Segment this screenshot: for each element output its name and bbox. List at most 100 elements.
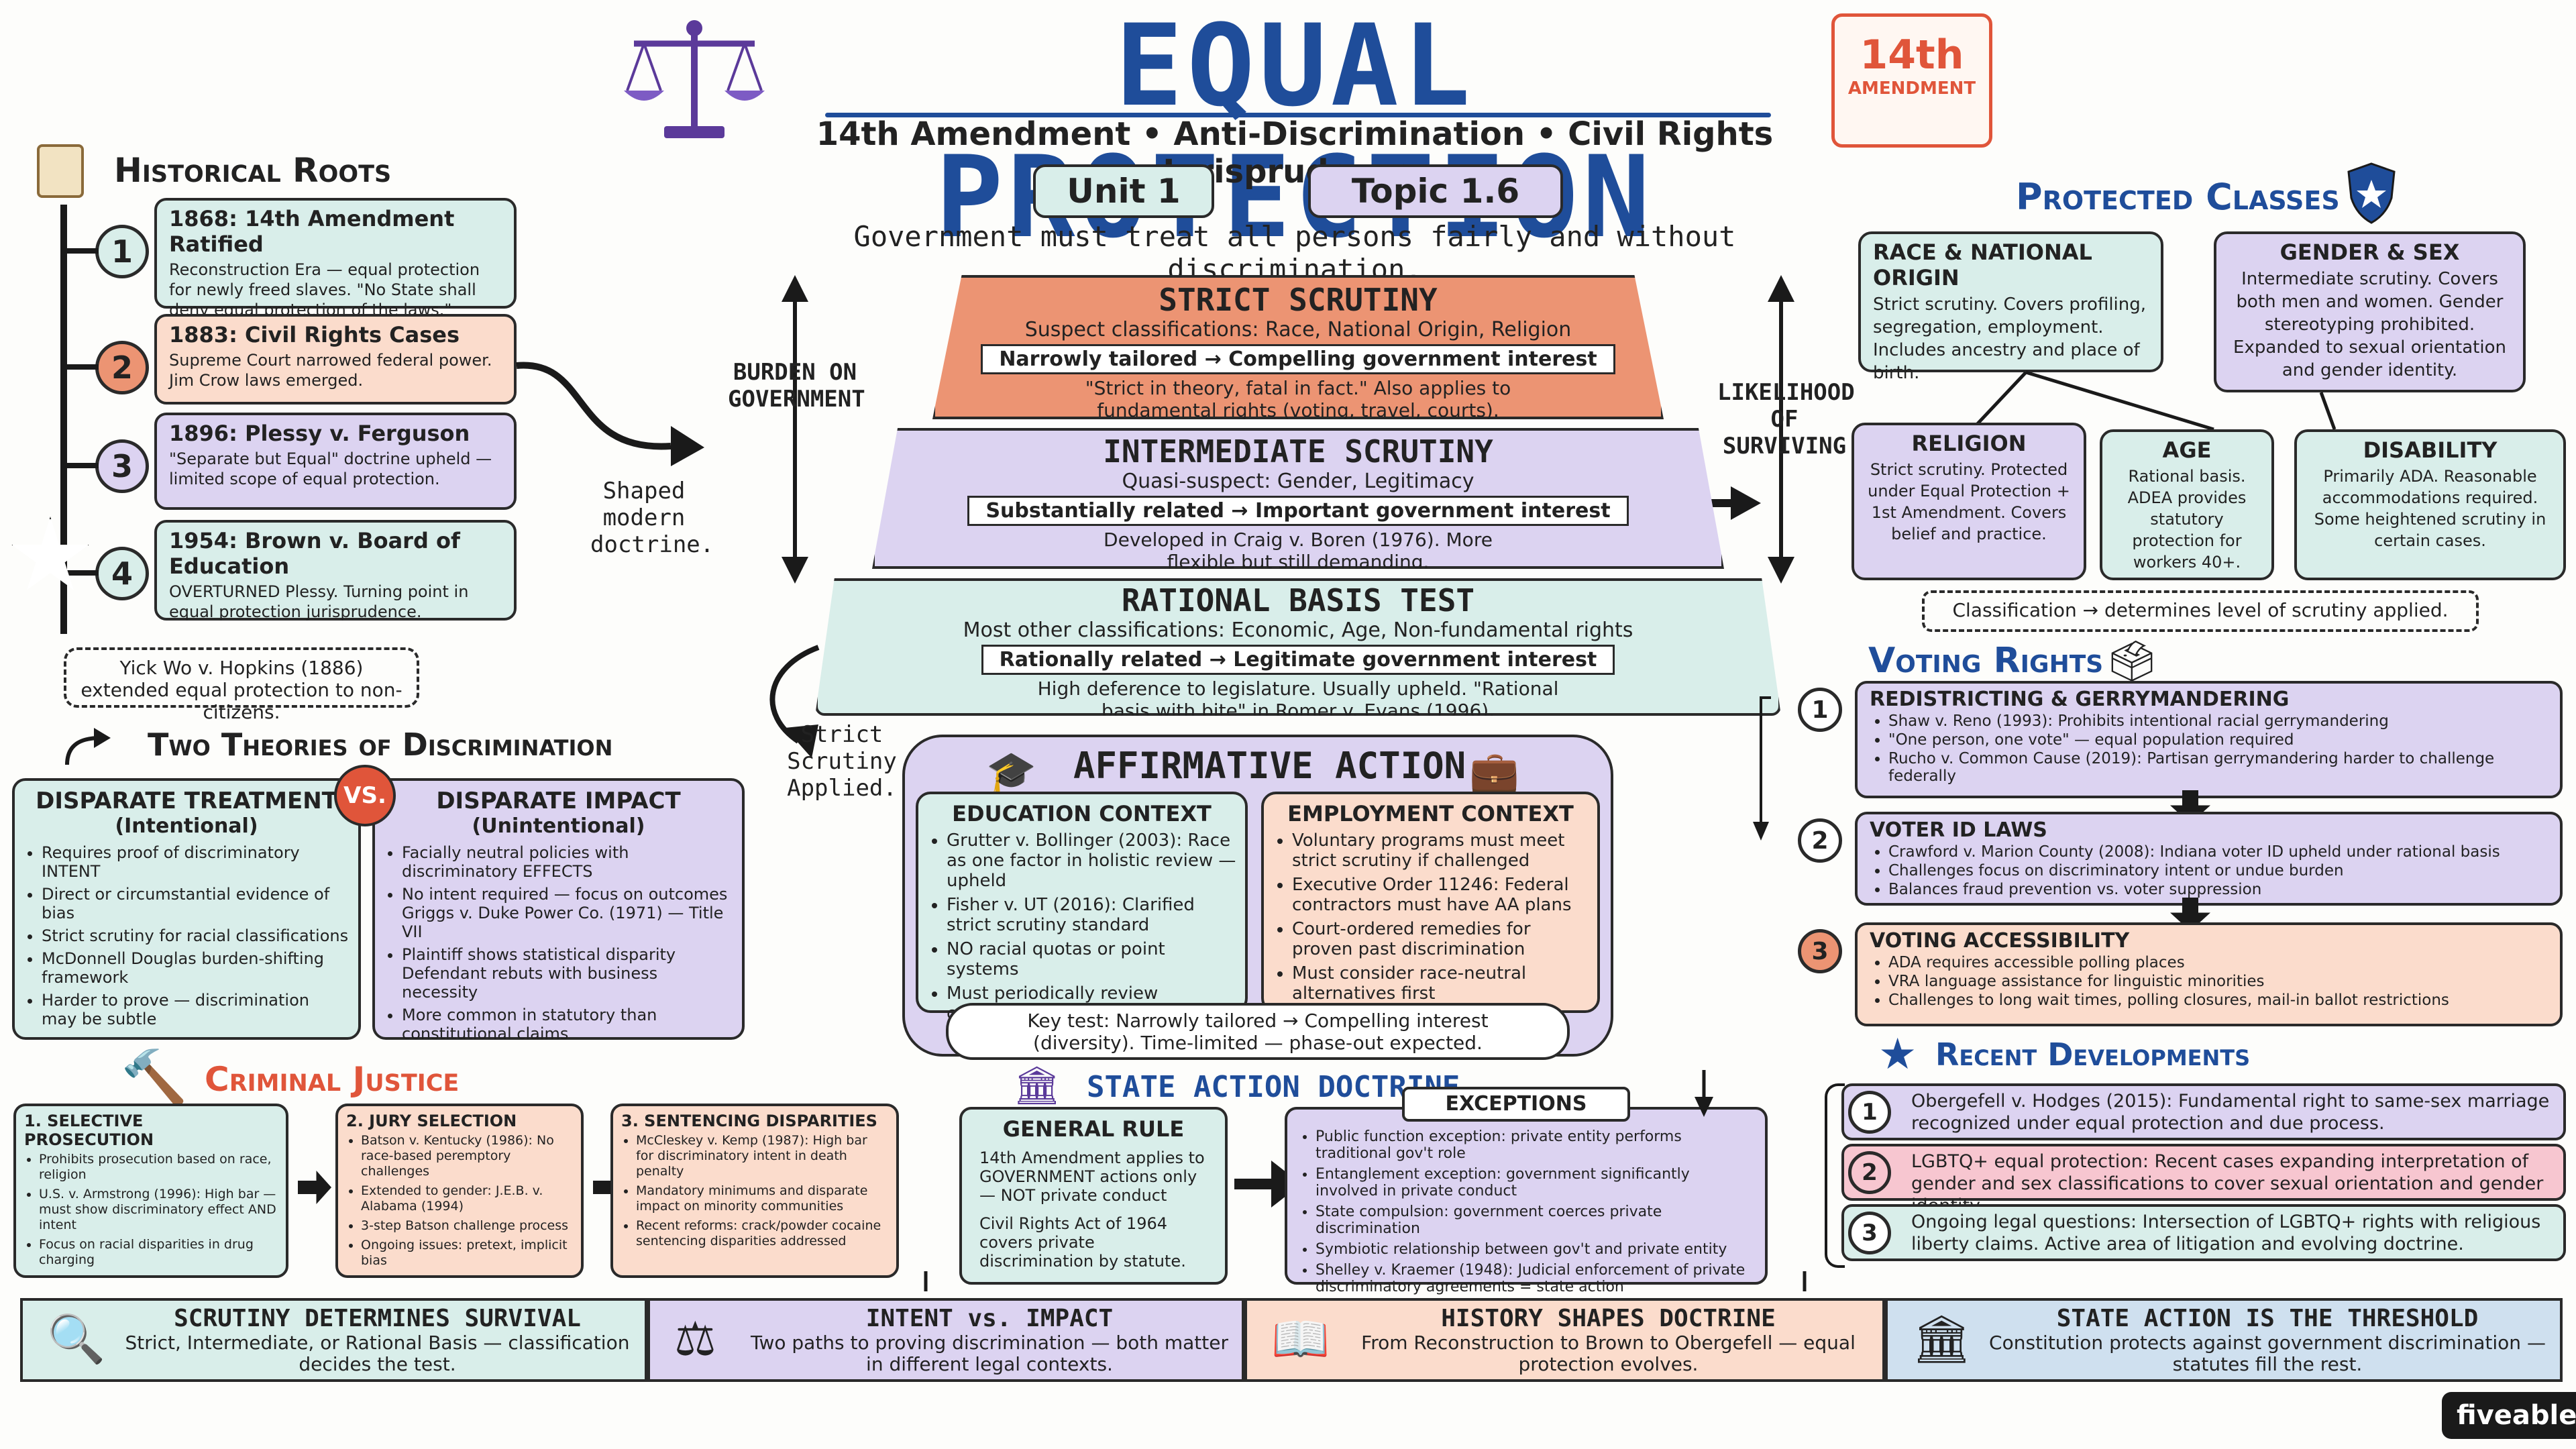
voting-marker: 3 — [1798, 929, 1842, 973]
unit-badge: Unit 1 — [1033, 164, 1214, 218]
voting-card: VOTER ID LAWSCrawford v. Marion County (… — [1855, 812, 2563, 906]
treatment-title: DISPARATE TREATMENT — [36, 788, 337, 814]
rational-basis-tier: RATIONAL BASIS TEST Most other classific… — [815, 578, 1781, 716]
timeline-tick — [62, 463, 99, 468]
intermediate-note: Developed in Craig v. Boren (1976). More… — [1104, 529, 1493, 573]
timeline-tick — [62, 570, 99, 576]
burden-label: BURDEN ON GOVERNMENT — [728, 359, 865, 413]
list-item: ADA requires accessible polling places — [1888, 954, 2548, 971]
courthouse-icon: 🏛 — [1013, 1064, 1061, 1108]
religion-card: RELIGION Strict scrutiny. Protected unde… — [1851, 423, 2086, 580]
age-title: AGE — [2162, 437, 2212, 463]
history-card-title: 1896: Plessy v. Ferguson — [169, 421, 470, 446]
list-item: U.S. v. Armstrong (1996): High bar — mus… — [39, 1187, 278, 1233]
timeline-marker: 1 — [95, 225, 149, 278]
tagline: Government must treat all persons fairly… — [853, 220, 1736, 286]
recent-card: Obergefell v. Hodges (2015): Fundamental… — [1841, 1083, 2566, 1140]
scroll-label: AMENDMENT — [1847, 78, 1976, 99]
history-card: 1896: Plessy v. Ferguson "Separate but Eq… — [154, 413, 517, 510]
strict-line: Suspect classifications: Race, National … — [1024, 318, 1572, 341]
rational-note: High deference to legislature. Usually u… — [1037, 678, 1559, 722]
scales-icon — [624, 20, 765, 138]
intermediate-title: INTERMEDIATE SCRUTINY — [1103, 433, 1493, 470]
list-item: Requires proof of discriminatory INTENT — [42, 843, 349, 881]
history-card-title: 1954: Brown v. Board of Education — [169, 528, 460, 579]
exceptions-title: EXCEPTIONS — [1402, 1087, 1630, 1122]
recent-card-text: Obergefell v. Hodges (2015): Fundamental… — [1911, 1091, 2550, 1134]
disability-text: Primarily ADA. Reasonable accommodations… — [2314, 467, 2546, 550]
general-rule-title: GENERAL RULE — [1002, 1116, 1185, 1142]
gender-title: GENDER & SEX — [2279, 239, 2460, 265]
gender-text: Intermediate scrutiny. Covers both men a… — [2233, 269, 2506, 380]
list-item: Extended to gender: J.E.B. v. Alabama (1… — [361, 1183, 573, 1214]
briefcase-icon: 💼 — [1469, 749, 1519, 796]
strict-scrutiny-tier: STRICT SCRUTINY Suspect classifications:… — [932, 275, 1664, 419]
ballot-box-icon: 🗳 — [2106, 638, 2158, 685]
list-item: Ongoing issues: pretext, implicit bias — [361, 1238, 573, 1269]
list-item: State compulsion: government coerces pri… — [1316, 1203, 1753, 1237]
criminal-card-title: 3. SENTENCING DISPARITIES — [621, 1112, 877, 1130]
general-rule-statute: Civil Rights Act of 1964 covers private … — [979, 1214, 1186, 1271]
recent-bracket — [1825, 1083, 1845, 1268]
list-item: Challenges to long wait times, polling c… — [1888, 991, 2548, 1009]
affirmative-title: AFFIRMATIVE ACTION — [1073, 745, 1466, 787]
education-title: EDUCATION CONTEXT — [952, 801, 1212, 826]
history-card-text: Supreme Court narrowed federal power. Ji… — [169, 351, 492, 390]
list-item: Facially neutral policies with discrimin… — [402, 843, 733, 881]
timeline-tick — [62, 364, 99, 370]
education-context-card: EDUCATION CONTEXT Grutter v. Bollinger (… — [916, 792, 1248, 1024]
list-item: McDonnell Douglas burden-shifting framew… — [42, 949, 349, 987]
subtitle: 14th Amendment • Anti-Discrimination • C… — [816, 115, 1774, 191]
race-text: Strict scrutiny. Covers profiling, segre… — [1873, 294, 2147, 383]
race-title: RACE & NATIONAL ORIGIN — [1873, 239, 2092, 290]
fiveable-logo: fiveable — [2442, 1392, 2576, 1439]
footer-text: Constitution protects against government… — [1989, 1332, 2546, 1375]
employment-context-card: EMPLOYMENT CONTEXT Voluntary programs mu… — [1261, 792, 1600, 1013]
history-card-text: OVERTURNED Plessy. Turning point in equa… — [169, 582, 469, 621]
scales-small-icon: ⚖ — [674, 1311, 716, 1366]
likelihood-arrow — [1768, 275, 1794, 584]
list-item: Rucho v. Common Cause (2019): Partisan g… — [1888, 750, 2548, 785]
arrow-right-icon — [298, 1171, 331, 1204]
gavel-icon: 🔨 — [121, 1046, 188, 1109]
state-action-title: STATE ACTION DOCTRINE — [1087, 1070, 1460, 1104]
footer-title: INTENT vs. IMPACT — [865, 1305, 1114, 1332]
intermediate-test: Substantially related → Important govern… — [967, 496, 1629, 526]
list-item: Prohibits prosecution based on race, rel… — [39, 1152, 278, 1183]
criminal-card: 1. SELECTIVE PROSECUTIONProhibits prosec… — [13, 1104, 288, 1278]
recent-card: LGBTQ+ equal protection: Recent cases ex… — [1841, 1144, 2566, 1216]
list-item: Strict scrutiny for racial classificatio… — [42, 926, 349, 945]
disability-card: DISABILITY Primarily ADA. Reasonable acc… — [2294, 429, 2566, 580]
voting-card: REDISTRICTING & GERRYMANDERINGShaw v. Re… — [1855, 681, 2563, 798]
recent-marker: 3 — [1848, 1212, 1891, 1254]
applied-arrow — [769, 645, 820, 758]
footer-text: Strict, Intermediate, or Rational Basis … — [125, 1332, 630, 1375]
race-origin-card: RACE & NATIONAL ORIGIN Strict scrutiny. … — [1858, 231, 2163, 383]
strict-title: STRICT SCRUTINY — [1159, 282, 1438, 318]
recent-card: Ongoing legal questions: Intersection of… — [1841, 1204, 2566, 1261]
list-item: McCleskey v. Kemp (1987): High bar for d… — [636, 1133, 888, 1179]
list-item: Must consider race-neutral alternatives … — [1292, 963, 1589, 1004]
yick-wo-note: Yick Wo v. Hopkins (1886) extended equal… — [64, 647, 419, 723]
list-item: Plaintiff shows statistical disparity De… — [402, 945, 733, 1002]
list-item: Public function exception: private entit… — [1316, 1128, 1753, 1162]
history-card-title: 1883: Civil Rights Cases — [169, 322, 460, 347]
book-icon: 📖 — [1271, 1311, 1330, 1366]
age-card: AGE Rational basis. ADEA provides statut… — [2100, 429, 2274, 580]
applied-label: Strict Scrutiny Applied. — [787, 721, 897, 802]
general-rule-card: GENERAL RULE 14th Amendment applies to G… — [959, 1107, 1228, 1285]
criminal-title: Criminal Justice — [205, 1060, 460, 1099]
footer-text: Two paths to proving discrimination — bo… — [751, 1332, 1229, 1375]
list-item: Shelley v. Kraemer (1948): Judicial enfo… — [1316, 1262, 1753, 1295]
protected-title: Protected Classes — [2016, 176, 2340, 218]
title-underline — [825, 113, 1771, 117]
recent-card-text: Ongoing legal questions: Intersection of… — [1911, 1212, 2541, 1254]
voting-card: VOTING ACCESSIBILITYADA requires accessi… — [1855, 922, 2563, 1026]
disability-title: DISABILITY — [2363, 437, 2498, 463]
history-card-text: "Separate but Equal" doctrine upheld — l… — [169, 449, 492, 488]
strict-note: "Strict in theory, fatal in fact." Also … — [1085, 377, 1511, 421]
